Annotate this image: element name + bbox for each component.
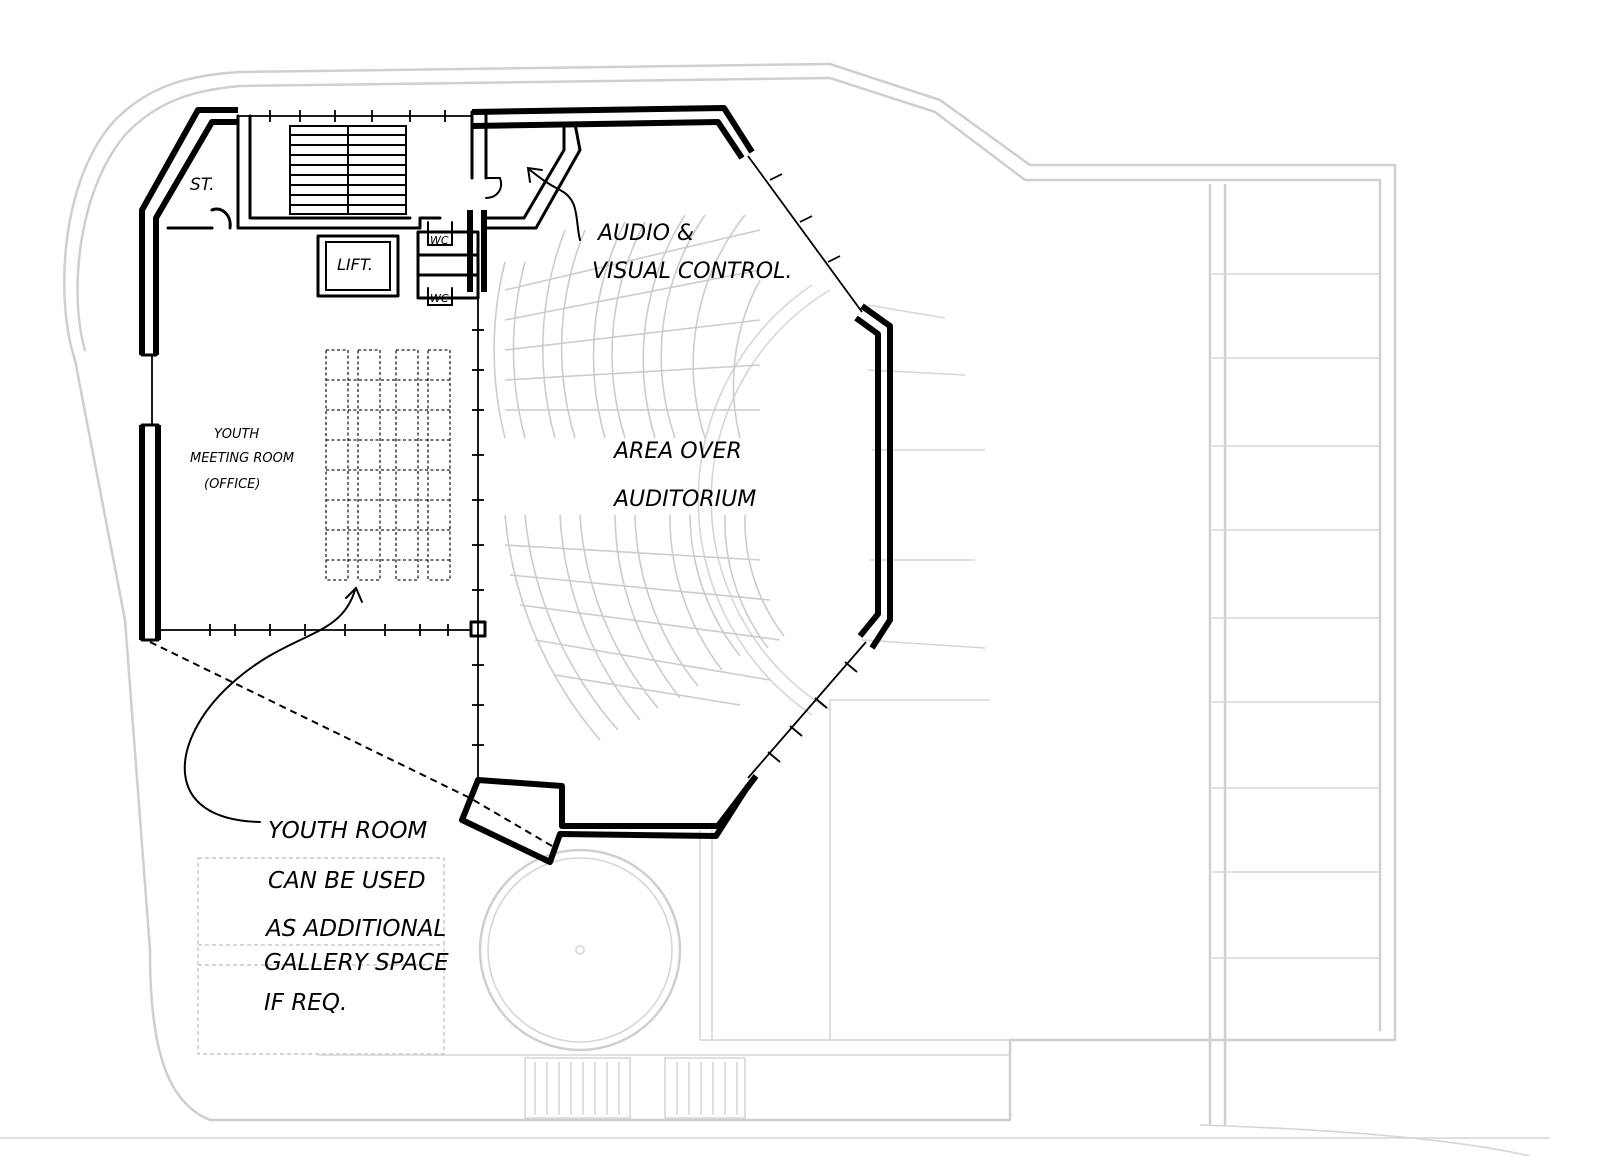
west-wall-lower (139, 425, 161, 640)
youth-room-arrow (183, 589, 356, 823)
auditorium-south-wall (459, 774, 759, 865)
youth-room-note-4: GALLERY SPACE (264, 950, 449, 976)
auditorium-label-2: AUDITORIUM (612, 487, 756, 512)
store-wall (166, 207, 232, 230)
av-control-label-2: VISUAL CONTROL. (592, 259, 792, 284)
east-glazing-lower (747, 641, 867, 779)
stair (289, 125, 407, 215)
central-column (467, 210, 487, 292)
stair-core-wall (236, 114, 442, 230)
wc-label-b: WC (430, 292, 449, 305)
auditorium-east-wall (854, 303, 893, 650)
site-context (0, 62, 1550, 1156)
gallery-dashed-line (149, 641, 553, 847)
exterior-walkway (318, 699, 1010, 1056)
ground-curve (1199, 1124, 1531, 1156)
west-wing-outer-wall (139, 107, 238, 355)
window-ticks (209, 110, 858, 763)
youth-room-note-5: IF REQ. (264, 990, 347, 1016)
east-glazing-upper (747, 155, 863, 313)
entry-steps (524, 1057, 746, 1119)
av-control-room (470, 110, 582, 230)
site-outline-inner (76, 76, 1382, 1127)
youth-room-note-3: AS ADDITIONAL (264, 916, 446, 942)
youth-room-note-1: YOUTH ROOM (268, 818, 427, 844)
auditorium-north-wall (471, 105, 755, 160)
building-walls (139, 105, 893, 865)
lift-label: LIFT. (337, 255, 373, 274)
av-control-label-1: AUDIO & (596, 221, 694, 246)
youth-room-chairs (325, 349, 451, 581)
youth-room-note-2: CAN BE USED (268, 868, 426, 894)
youth-meeting-room-label-1: YOUTH (214, 427, 259, 442)
youth-meeting-room-label-2: MEETING ROOM (190, 451, 294, 466)
round-feature (478, 848, 682, 1052)
youth-meeting-room-label-3: (OFFICE) (204, 477, 260, 492)
lower-dashed-room (197, 857, 445, 1055)
column-marker (469, 620, 487, 638)
auditorium-label-1: AREA OVER (612, 439, 742, 464)
auditorium-seating (493, 214, 785, 741)
wc-label-a: WC (430, 234, 449, 247)
av-control-arrow (529, 169, 581, 241)
site-outline (63, 62, 1397, 1122)
parking-bay-lines (1212, 273, 1380, 959)
store-label: ST. (190, 175, 215, 195)
stage-arcs (697, 284, 831, 716)
seating-radial-lines (504, 229, 781, 706)
lift-shaft (316, 234, 400, 298)
